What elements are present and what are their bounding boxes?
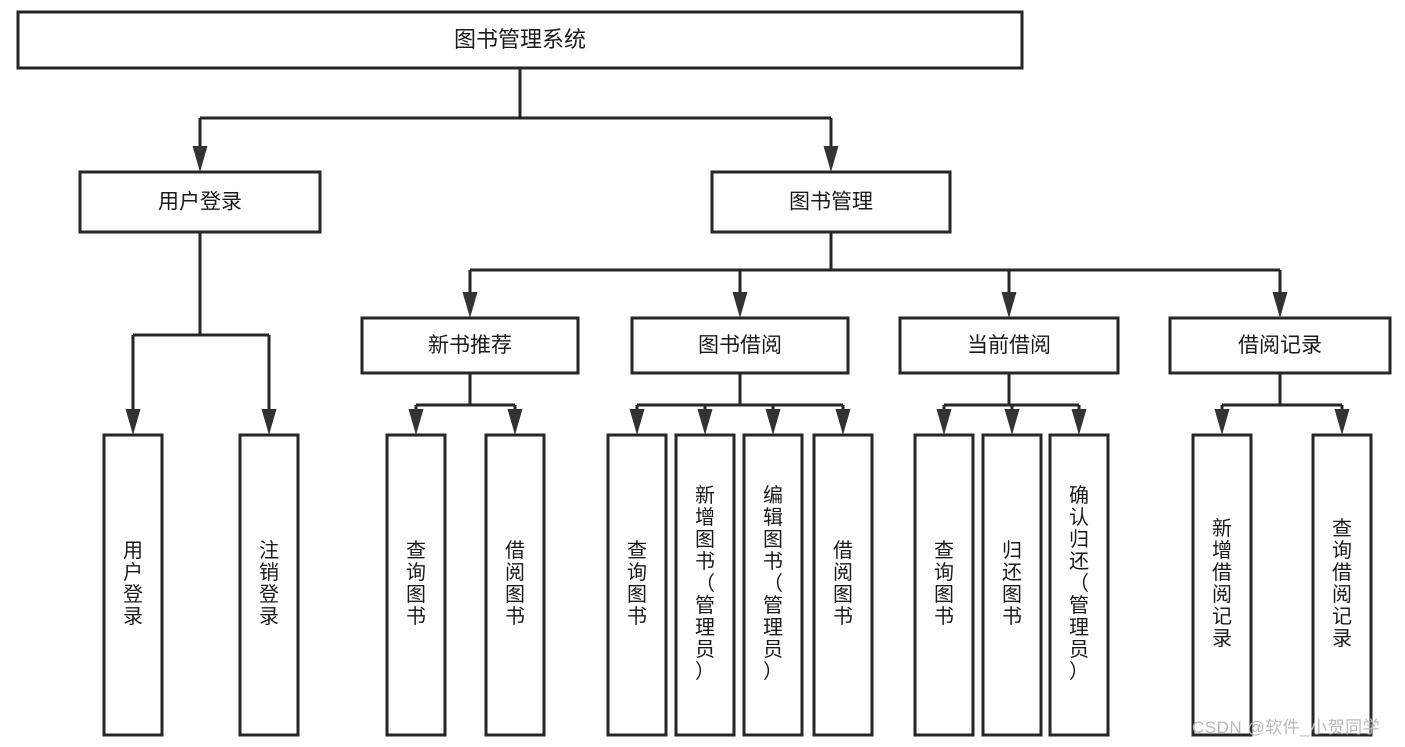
node-user-login-do[interactable] [102,433,164,737]
arrow-head-icon [697,409,713,435]
arrow-head-icon [408,409,424,435]
arrow-head-icon [261,409,277,435]
node-box-borrow-record[interactable] [1168,316,1392,375]
arrow-head-icon [125,409,141,435]
arrow-head-icon [462,292,478,318]
node-box-root[interactable] [16,10,1024,70]
arrow-head-icon [1001,292,1017,318]
node-user-logout[interactable] [238,433,300,737]
arrow-head-icon [629,409,645,435]
node-box-rec-query-book[interactable] [385,433,447,737]
node-cur-return-book[interactable] [981,433,1043,737]
connector-group-borrow-record-to-children [1214,373,1350,435]
connector-group-book-borrow-to-children [629,373,851,435]
arrow-head-icon [1272,292,1288,318]
arrow-head-icon [1004,409,1020,435]
node-box-user-login[interactable] [78,170,322,234]
connector-group-new-book-rec-to-children [408,373,523,435]
node-rec-borrow-book[interactable] [484,433,546,737]
node-box-borrow-lend-book[interactable] [812,433,874,737]
connector-group-current-borrow-to-children [936,373,1087,435]
connector-group-book-manage-to-children [462,232,1288,318]
node-borrow-edit-book[interactable] [742,433,804,737]
node-user-login[interactable] [78,170,322,234]
node-box-cur-return-book[interactable] [981,433,1043,737]
arrow-head-icon [1214,409,1230,435]
arrow-head-icon [507,409,523,435]
node-box-rec-add-record[interactable] [1191,433,1253,737]
node-root[interactable] [16,10,1024,70]
node-box-book-borrow[interactable] [630,316,850,375]
node-label-new-book-rec: 新书推荐 [428,334,512,357]
arrow-head-icon [1334,409,1350,435]
node-rec-add-record[interactable] [1191,433,1253,737]
arrow-head-icon [823,146,839,172]
csdn-watermark: CSDN @软件_小贺同学 [1192,718,1381,737]
arrow-head-icon [732,292,748,318]
node-box-current-borrow[interactable] [898,316,1120,375]
node-label-book-manage: 图书管理 [789,191,873,214]
node-label-root: 图书管理系统 [454,27,586,52]
connector-group-root-to-level2 [192,68,839,172]
node-book-borrow[interactable] [630,316,850,375]
node-box-book-manage[interactable] [710,170,952,234]
node-new-book-rec[interactable] [360,316,580,375]
arrow-head-icon [192,146,208,172]
node-borrow-query-book[interactable] [606,433,668,737]
arrow-head-icon [1071,409,1087,435]
node-box-cur-confirm-return[interactable] [1048,433,1110,737]
node-cur-query-book[interactable] [913,433,975,737]
arrow-head-icon [765,409,781,435]
node-label-current-borrow: 当前借阅 [967,334,1051,357]
node-box-user-logout[interactable] [238,433,300,737]
node-borrow-lend-book[interactable] [812,433,874,737]
connector-layer [125,68,1350,435]
node-box-rec-borrow-book[interactable] [484,433,546,737]
node-box-new-book-rec[interactable] [360,316,580,375]
node-box-user-login-do[interactable] [102,433,164,737]
node-rec-query-record[interactable] [1311,433,1373,737]
arrow-head-icon [936,409,952,435]
connector-group-user-login-to-children [125,232,277,435]
node-borrow-record[interactable] [1168,316,1392,375]
node-box-borrow-edit-book[interactable] [742,433,804,737]
node-box-borrow-query-book[interactable] [606,433,668,737]
node-box-cur-query-book[interactable] [913,433,975,737]
node-label-book-borrow: 图书借阅 [698,334,782,357]
node-borrow-add-book[interactable] [674,433,736,737]
node-book-manage[interactable] [710,170,952,234]
arrow-head-icon [835,409,851,435]
node-current-borrow[interactable] [898,316,1120,375]
node-box-rec-query-record[interactable] [1311,433,1373,737]
node-rec-query-book[interactable] [385,433,447,737]
node-label-user-login: 用户登录 [158,191,242,214]
node-box-borrow-add-book[interactable] [674,433,736,737]
node-label-borrow-record: 借阅记录 [1238,334,1322,357]
node-cur-confirm-return[interactable] [1048,433,1110,737]
